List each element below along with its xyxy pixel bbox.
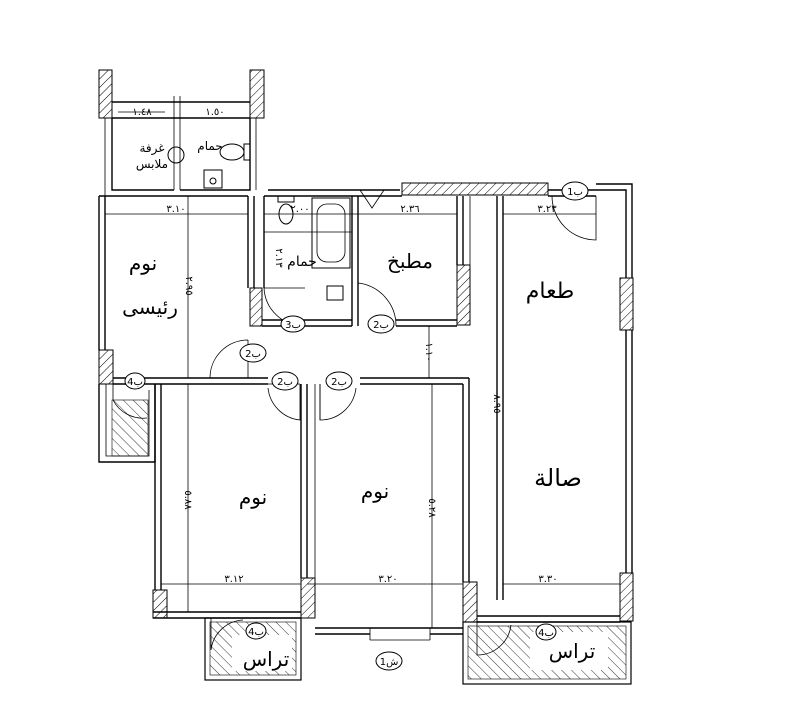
dim-kitchen-width: ٢.٣٦ (400, 204, 419, 215)
door-tag-bed-mid: ب2 (325, 371, 353, 391)
terrace-right-label: تراس (549, 639, 596, 663)
dim-top-left: ١.٤٨ (132, 107, 152, 118)
door-tag-master: ب2 (239, 343, 267, 363)
svg-text:ب2: ب2 (245, 349, 261, 360)
door-swings (112, 189, 597, 656)
dim-top-small: ١.٥٠ (205, 107, 224, 118)
svg-text:ب4: ب4 (127, 377, 143, 388)
dim-master-height: ٢.٩٥ (183, 276, 194, 295)
bedroom-middle-label: نوم (361, 479, 389, 503)
bath-label: حمام (287, 254, 317, 270)
door-tag-terrace-right: ب4 (535, 623, 557, 641)
dressing-label-2: ملابس (136, 157, 168, 172)
dim-bed-left-width: ٣.١٢ (224, 574, 243, 585)
door-tag-bed-left: ب2 (271, 371, 299, 391)
door-tag-bath: ب3 (280, 315, 306, 333)
dim-master-width: ٣.١٠ (166, 204, 185, 215)
terrace-left-label: تراس (243, 647, 290, 671)
dim-living-height: ٨.٩٥ (491, 394, 502, 413)
door-tag-terrace-left: ب4 (245, 622, 267, 640)
dim-bath-width: ٢.٠٠ (290, 204, 309, 215)
svg-text:ب4: ب4 (248, 627, 264, 638)
svg-text:ب3: ب3 (285, 320, 301, 331)
dining-label: طعام (526, 279, 574, 304)
sinks (167, 146, 344, 301)
kitchen-label: مطبخ (387, 249, 433, 273)
dim-bath-height: ٢.١٣ (273, 248, 284, 268)
svg-text:ش1: ش1 (380, 657, 399, 668)
door-tag-main: ب1 (561, 181, 589, 201)
dim-bed-mid-height: ٥.٢٨ (426, 498, 437, 518)
svg-text:ب2: ب2 (331, 377, 347, 388)
dim-bed-mid-width: ٣.٢٠ (378, 574, 397, 585)
svg-text:ب2: ب2 (373, 320, 389, 331)
living-label: صالة (534, 464, 582, 492)
terrace-left (204, 617, 302, 681)
master-bedroom-label: نوم (129, 251, 157, 275)
small-bath-label: حمام (197, 139, 222, 153)
dim-living-width: ٣.٣٠ (538, 574, 557, 585)
interior-walls (105, 196, 620, 628)
bedroom-left-label: نوم (239, 485, 267, 509)
dim-corridor: ١.١٠ (423, 342, 434, 361)
toilet (219, 143, 295, 225)
svg-text:ب4: ب4 (538, 628, 554, 639)
master-bedroom-label-2: رئيسى (122, 295, 178, 319)
svg-text:ب2: ب2 (277, 377, 293, 388)
dim-dining-width: ٣.٢٣ (537, 204, 557, 215)
outer-walls (98, 96, 633, 635)
window-tag: ش1 (375, 651, 403, 671)
dressing-label: غرفة (139, 141, 164, 156)
bathtub (311, 197, 351, 269)
wall-columns (98, 69, 634, 623)
svg-text:ب1: ب1 (567, 187, 583, 198)
dim-bed-left-height: ٥.٨٨ (182, 490, 193, 510)
door-tag-kitchen: ب2 (367, 314, 395, 334)
terrace-master (111, 399, 149, 457)
door-tag-terrace-master: ب4 (124, 372, 146, 390)
